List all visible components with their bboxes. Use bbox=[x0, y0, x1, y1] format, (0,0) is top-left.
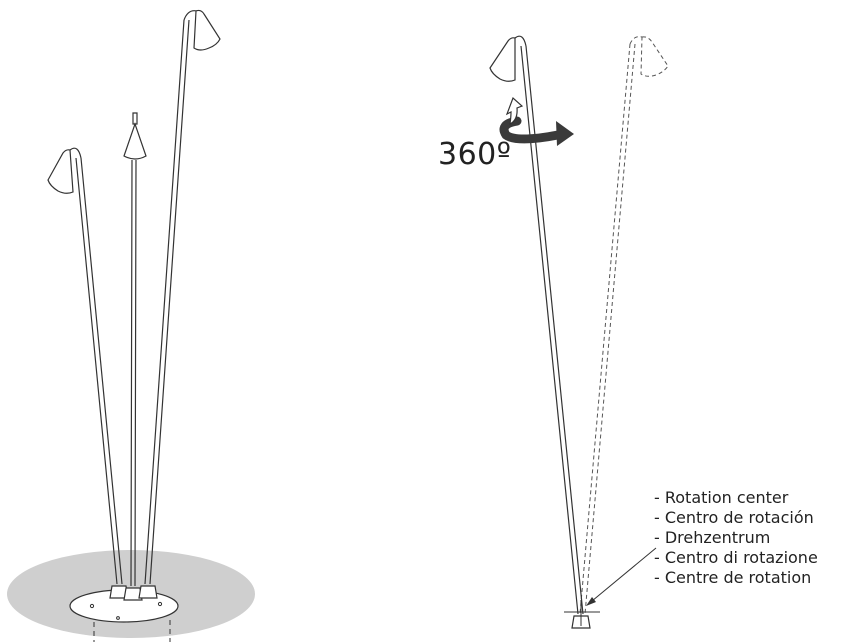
lamp-center bbox=[123, 112, 147, 601]
rotation-label: 360º bbox=[438, 137, 512, 172]
rotation-lamp bbox=[489, 35, 669, 629]
legend-item: - Centro di rotazione bbox=[654, 548, 818, 567]
lamp-left bbox=[47, 147, 129, 599]
leader-line bbox=[586, 547, 657, 606]
legend-item: - Centre de rotation bbox=[654, 568, 812, 587]
rotation-center-legend: - Rotation center - Centro de rotación -… bbox=[654, 488, 818, 588]
legend-item: - Rotation center bbox=[654, 488, 789, 507]
rotation-arrow bbox=[499, 96, 574, 146]
legend-item: - Drehzentrum bbox=[654, 528, 771, 547]
lamp-group bbox=[7, 9, 255, 642]
legend-item: - Centro de rotación bbox=[654, 508, 814, 527]
lamp-right bbox=[138, 9, 221, 599]
ghost-lamp bbox=[579, 36, 669, 615]
